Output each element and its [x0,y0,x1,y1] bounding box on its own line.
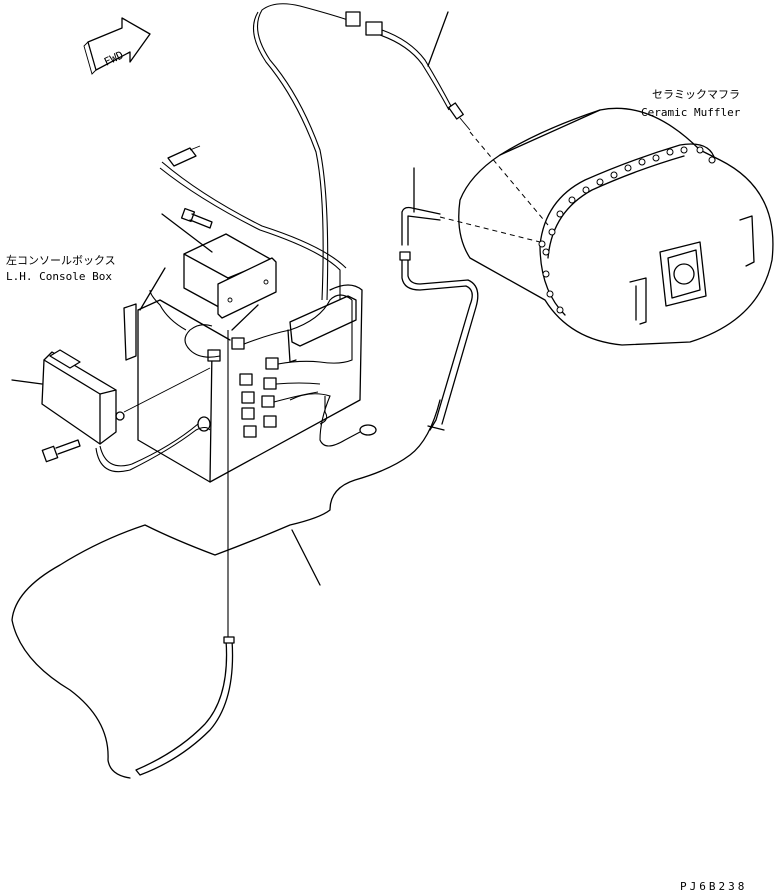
ground-wire [289,393,361,447]
floor-tube-end [223,636,235,644]
fwd-arrow-icon: FWD [83,17,151,75]
grommet [197,416,211,432]
floor-outline [11,399,441,779]
box-leader [231,304,259,331]
muffler-label-en: Ceramic Muffler [641,106,741,119]
console-label-en: L.H. Console Box [6,270,112,283]
console-leader [139,267,166,311]
ground-terminal [359,424,377,436]
ceramic-muffler [458,107,774,346]
bolt-top [180,207,213,229]
bolt-left [41,439,81,463]
floor-leader [291,529,321,586]
floor-tube [135,639,234,776]
harness-top-2 [252,11,324,301]
plug-top-left [167,145,201,167]
sensor-dash [469,131,549,226]
muffler-label-jp: セラミックマフラ [652,88,740,101]
sensor-cable [381,29,453,109]
console-box [123,284,363,483]
sensor-plug [448,102,471,131]
pressure-pipe [401,206,441,246]
connector-top-a [345,11,383,36]
fwd-label: FWD [102,48,126,68]
connector-cluster [149,289,353,438]
flange-bolts [538,146,716,314]
controller-leader [11,379,43,385]
sensor-leader [427,11,449,67]
controller-harness [95,426,211,473]
pipe-hose [401,257,473,431]
relay-module [183,233,277,319]
relay-leader [161,213,213,253]
harness-loop [159,167,341,300]
dash-link [123,367,211,413]
drawing-code: PJ6B238 [680,880,747,893]
console-label-jp: 左コンソールボックス [6,254,116,267]
harness-top [256,3,349,301]
controller [41,349,125,445]
